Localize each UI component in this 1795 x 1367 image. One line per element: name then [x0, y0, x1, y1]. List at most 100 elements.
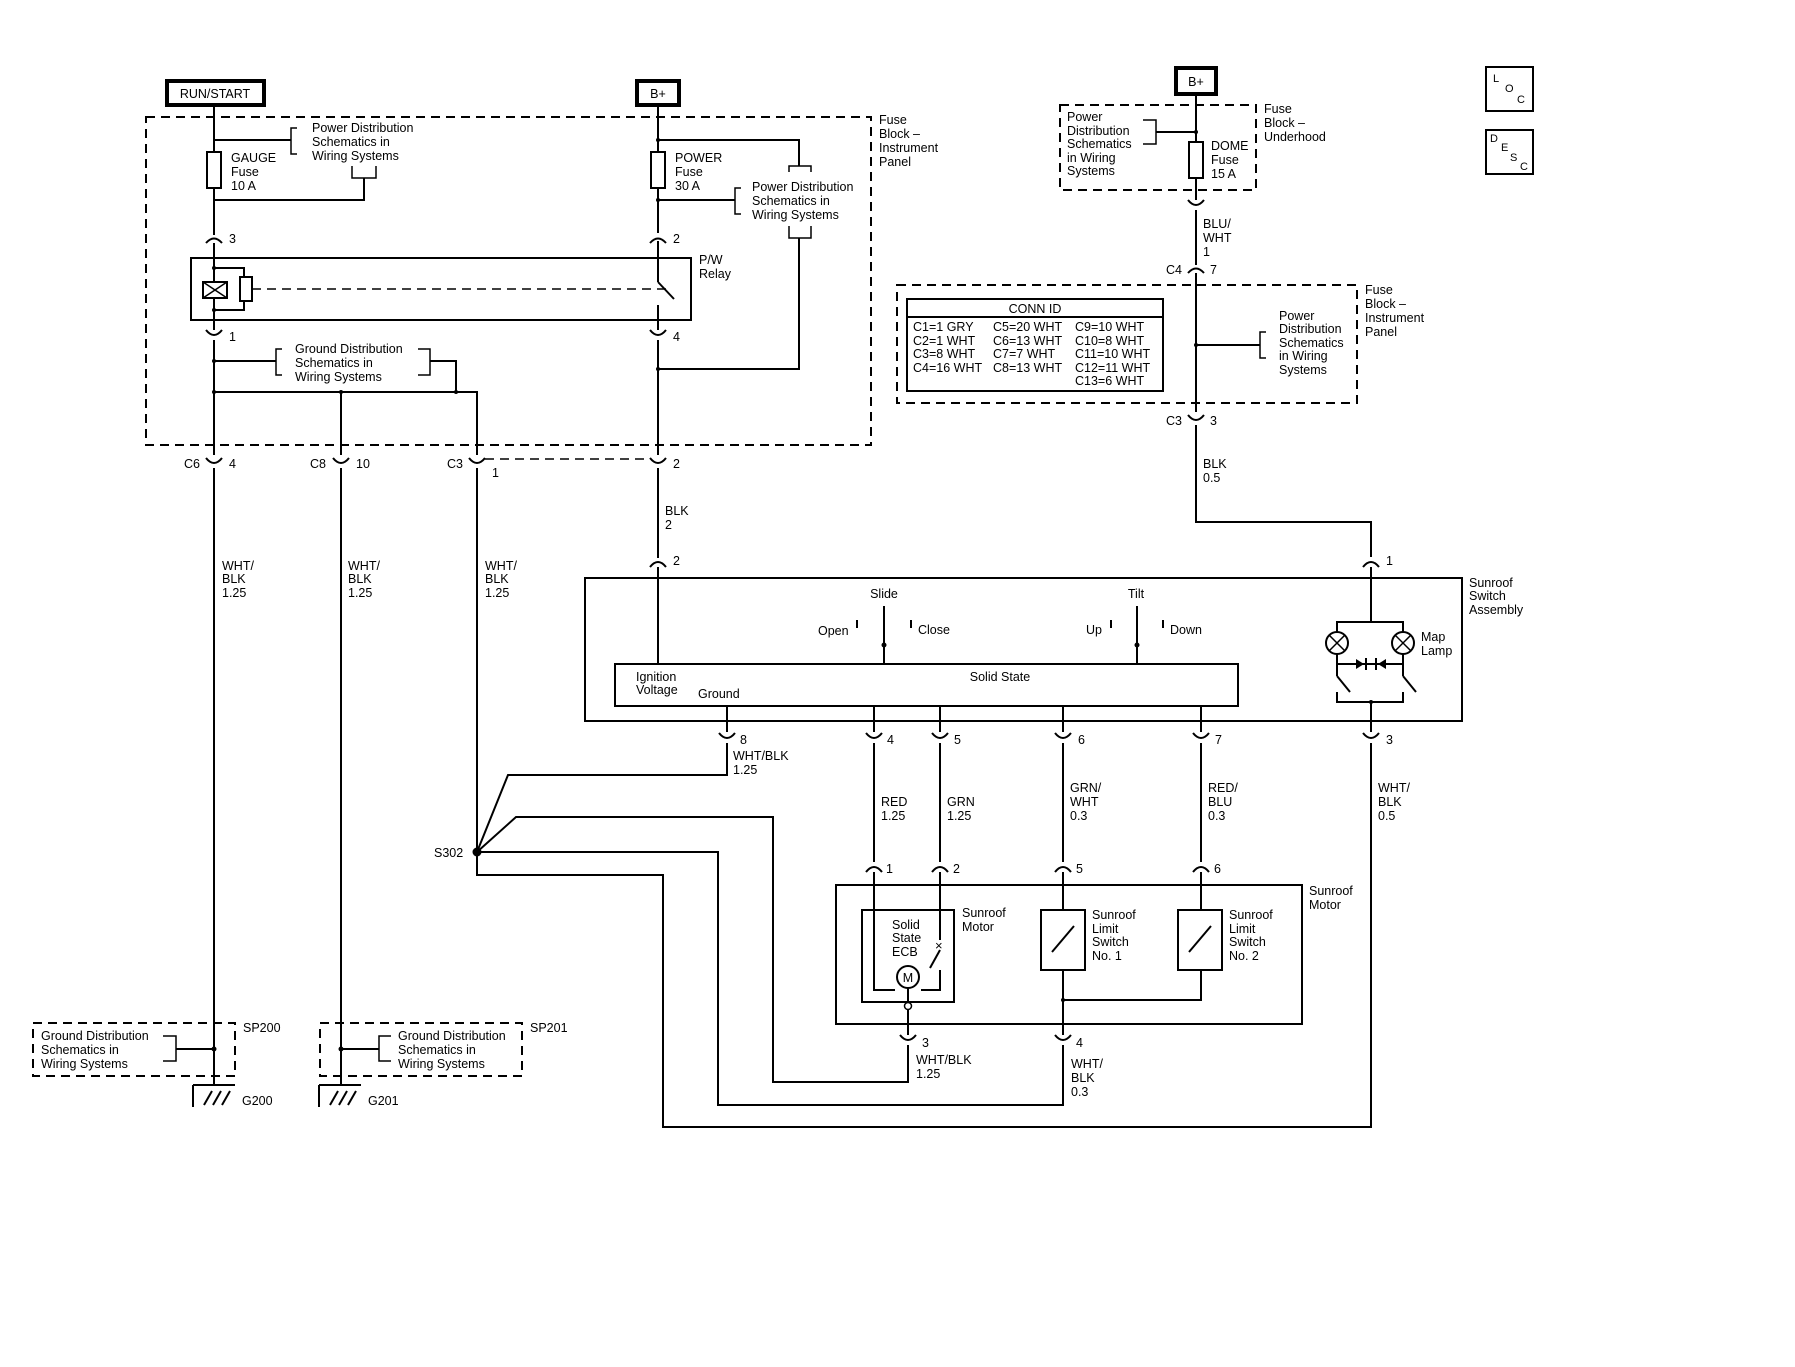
conn-c4: C4 — [1166, 263, 1182, 277]
conn-cell: C9=10 WHT — [1075, 320, 1144, 334]
pd3-l2: Distribution — [1067, 124, 1130, 138]
power-fuse-label: POWER Fuse 30 A — [675, 151, 722, 193]
gw-l3: 0.3 — [1070, 809, 1087, 823]
gd3-l1: Ground Distribution — [398, 1029, 506, 1043]
pd2-l2: Schematics in — [752, 194, 830, 208]
wire-label-wb8: WHT/BLK 1.25 — [733, 749, 789, 777]
pin-sw-in: 2 — [673, 554, 680, 568]
desc-c: C — [1520, 161, 1528, 173]
fbip2-l2: Block – — [1365, 297, 1406, 311]
ign-l1: Ignition — [636, 670, 676, 684]
gd1-l3: Wiring Systems — [295, 370, 382, 384]
solid-state-label: Solid State — [970, 670, 1031, 684]
pin-m-4: 4 — [1076, 1036, 1083, 1050]
ls1-l1: Sunroof — [1092, 908, 1136, 922]
wb1-l3: 1.25 — [222, 586, 246, 600]
diode-pair-icon — [1356, 658, 1386, 670]
power-fuse — [650, 151, 666, 189]
g201-label: G201 — [368, 1094, 399, 1108]
power-dist-ref-4[interactable]: Power Distribution Schematics in Wiring … — [1279, 309, 1344, 377]
conn-c6: C6 — [184, 457, 200, 471]
wb05-l3: 0.5 — [1378, 809, 1395, 823]
conn-cell: C11=10 WHT — [1075, 347, 1151, 361]
gf-l3: 10 A — [231, 179, 257, 193]
pin-sw-3: 3 — [1386, 733, 1393, 747]
gd2-l2: Schematics in — [41, 1043, 119, 1057]
conn-cell: C8=13 WHT — [993, 361, 1062, 375]
wire-label-wht-blk05: WHT/ BLK 0.5 — [1378, 781, 1410, 823]
ign-l2: Voltage — [636, 683, 678, 697]
wbm3-l2: 1.25 — [916, 1067, 940, 1081]
close-label: Close — [918, 623, 950, 637]
fbip-l1: Fuse — [879, 113, 907, 127]
gd2-l3: Wiring Systems — [41, 1057, 128, 1071]
ground-dist-ref-3[interactable]: Ground Distribution Schematics in Wiring… — [398, 1029, 506, 1071]
wbm4-l1: WHT/ — [1071, 1057, 1103, 1071]
gf-l2: Fuse — [231, 165, 259, 179]
gd3-l3: Wiring Systems — [398, 1057, 485, 1071]
ma-l2: Motor — [1309, 898, 1341, 912]
wbm3-l1: WHT/BLK — [916, 1053, 972, 1067]
blk2-l1: BLK — [665, 504, 689, 518]
desc-e: E — [1501, 142, 1508, 154]
ground-dist-ref-1[interactable]: Ground Distribution Schematics in Wiring… — [295, 342, 403, 384]
ls2-l3: Switch — [1229, 935, 1266, 949]
rb-l2: BLU — [1208, 795, 1232, 809]
rb-l1: RED/ — [1208, 781, 1238, 795]
gw-l1: GRN/ — [1070, 781, 1102, 795]
pd3-l3: Schematics — [1067, 137, 1132, 151]
conn-cell: C6=13 WHT — [993, 334, 1062, 348]
pin-relay-bot: 4 — [673, 330, 680, 344]
pin-sw-6: 6 — [1078, 733, 1085, 747]
power-dist-ref-1[interactable]: Power Distribution Schematics in Wiring … — [312, 121, 413, 163]
conn-id-title: CONN ID — [1009, 302, 1062, 316]
ls1-l4: No. 1 — [1092, 949, 1122, 963]
pd1-l3: Wiring Systems — [312, 149, 399, 163]
blk05-l2: 0.5 — [1203, 471, 1220, 485]
bw-l1: BLU/ — [1203, 217, 1231, 231]
pin-gauge-bot: 1 — [229, 330, 236, 344]
loc-button[interactable]: L O C — [1485, 66, 1534, 112]
conn-c3: C3 — [447, 457, 463, 471]
conn-cell: C10=8 WHT — [1075, 334, 1144, 348]
sp201-label: SP201 — [530, 1021, 568, 1035]
ecb-contact-icon: × — [935, 938, 943, 953]
motor-assembly-label: Sunroof Motor — [1309, 884, 1353, 912]
pd4-l3: Schematics — [1279, 336, 1344, 350]
sp200-boundary — [32, 1022, 236, 1077]
power-dist-ref-3[interactable]: Power Distribution Schematics in Wiring … — [1067, 110, 1132, 178]
wb3-l3: 1.25 — [485, 586, 509, 600]
conn-c3-pin: 1 — [492, 466, 499, 480]
power-dist-ref-2[interactable]: Power Distribution Schematics in Wiring … — [752, 180, 853, 222]
gauge-fuse — [206, 151, 222, 189]
desc-button[interactable]: D E S C — [1485, 129, 1534, 175]
bw-l3: 1 — [1203, 245, 1210, 259]
pf-l1: POWER — [675, 151, 722, 165]
wbm4-l3: 0.3 — [1071, 1085, 1088, 1099]
fbuh-l2: Block – — [1264, 116, 1305, 130]
ground-dist-ref-2[interactable]: Ground Distribution Schematics in Wiring… — [41, 1029, 149, 1071]
conn-cell: C3=8 WHT — [913, 347, 976, 361]
pin-gauge-top: 3 — [229, 232, 236, 246]
gd1-l2: Schematics in — [295, 356, 373, 370]
g200-label: G200 — [242, 1094, 273, 1108]
pin-sw-lamp: 1 — [1386, 554, 1393, 568]
down-label: Down — [1170, 623, 1202, 637]
conn-cell: C12=11 WHT — [1075, 361, 1151, 375]
wb1-l2: BLK — [222, 572, 246, 586]
pd1-l2: Schematics in — [312, 135, 390, 149]
bplus-ip-tag: B+ — [635, 79, 681, 107]
fbuh-l1: Fuse — [1264, 102, 1292, 116]
grn-l2: 1.25 — [947, 809, 971, 823]
sp200-label: SP200 — [243, 1021, 281, 1035]
pf-l2: Fuse — [675, 165, 703, 179]
motor-l1: Sunroof — [962, 906, 1006, 920]
run-start-tag: RUN/START — [165, 79, 266, 107]
fbip2-l3: Instrument — [1365, 311, 1425, 325]
s302-label: S302 — [434, 846, 463, 860]
pd2-l3: Wiring Systems — [752, 208, 839, 222]
fuse-block-uh-label: Fuse Block – Underhood — [1264, 102, 1326, 144]
grn-l1: GRN — [947, 795, 975, 809]
gd2-l1: Ground Distribution — [41, 1029, 149, 1043]
wb8-l2: 1.25 — [733, 763, 757, 777]
